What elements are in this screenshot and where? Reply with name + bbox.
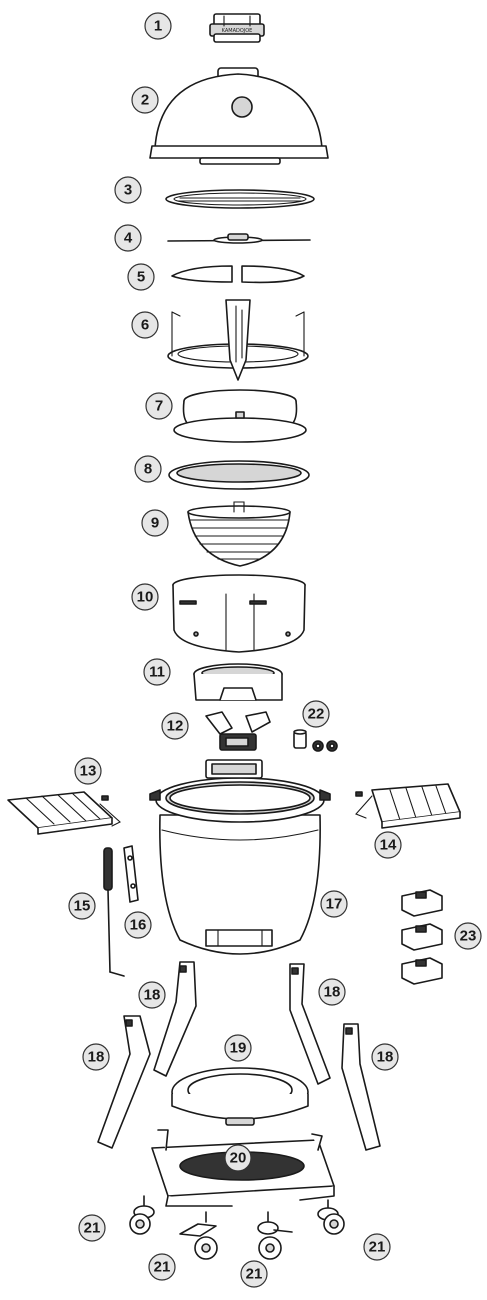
- svg-text:21: 21: [84, 1220, 101, 1237]
- callout-19: 19: [224, 1034, 252, 1062]
- callout-22: 22: [302, 700, 330, 728]
- part-dome-lid: [149, 67, 329, 165]
- callout-4: 4: [114, 224, 142, 252]
- svg-text:9: 9: [151, 515, 159, 532]
- part-cooking-grate: [165, 189, 315, 209]
- svg-text:21: 21: [369, 1239, 386, 1256]
- part-firebox-base: [193, 663, 283, 701]
- callout-14: 14: [374, 831, 402, 859]
- callout-20: 20: [224, 1144, 252, 1172]
- brand-label: KAMADOJOE: [222, 28, 253, 34]
- callout-12: 12: [161, 712, 189, 740]
- part-leg-ring: [171, 1067, 309, 1126]
- callout-15: 15: [68, 892, 96, 920]
- part-caster-3: [257, 1211, 293, 1260]
- part-hardware-kit: [293, 729, 338, 752]
- callout-21-c: 21: [240, 1260, 268, 1288]
- part-gasket-ring: [168, 460, 310, 490]
- callout-21-a: 21: [78, 1214, 106, 1242]
- part-leg-front-left: [97, 1015, 151, 1149]
- svg-text:7: 7: [155, 398, 163, 415]
- part-caster-2: [179, 1211, 218, 1260]
- part-left-side-shelf: [7, 791, 121, 835]
- callout-9: 9: [141, 509, 169, 537]
- svg-text:22: 22: [308, 706, 325, 723]
- callout-8: 8: [134, 455, 162, 483]
- callout-3: 3: [114, 176, 142, 204]
- svg-text:2: 2: [141, 92, 149, 109]
- svg-text:20: 20: [230, 1150, 247, 1167]
- callout-17: 17: [320, 890, 348, 918]
- svg-text:13: 13: [80, 763, 97, 780]
- part-charcoal-basket: [187, 501, 291, 567]
- callout-10: 10: [131, 583, 159, 611]
- callout-5: 5: [127, 263, 155, 291]
- part-firebox: [172, 574, 306, 653]
- svg-text:23: 23: [460, 928, 477, 945]
- part-caster-4: [317, 1199, 345, 1235]
- callout-6: 6: [131, 311, 159, 339]
- callout-7: 7: [145, 392, 173, 420]
- svg-text:11: 11: [149, 664, 165, 681]
- part-caster-1: [129, 1195, 155, 1235]
- part-top-vent: KAMADOJOE: [209, 13, 265, 43]
- svg-text:18: 18: [88, 1049, 105, 1066]
- svg-text:1: 1: [154, 18, 162, 35]
- callout-21-d: 21: [363, 1233, 391, 1261]
- callout-2: 2: [131, 86, 159, 114]
- svg-text:3: 3: [124, 182, 132, 199]
- part-rack: [167, 233, 311, 244]
- part-bottom-vent: [205, 711, 271, 751]
- svg-text:15: 15: [74, 898, 91, 915]
- part-heat-deflectors: [171, 265, 305, 284]
- svg-text:14: 14: [380, 837, 397, 854]
- svg-text:8: 8: [144, 461, 152, 478]
- callout-21-b: 21: [148, 1253, 176, 1281]
- callout-18-d: 18: [371, 1043, 399, 1071]
- svg-text:4: 4: [124, 230, 133, 247]
- svg-text:18: 18: [377, 1049, 394, 1066]
- callout-18-b: 18: [318, 978, 346, 1006]
- callout-16: 16: [124, 911, 152, 939]
- callout-23: 23: [454, 922, 482, 950]
- part-leg-back-right: [289, 963, 331, 1085]
- callout-13: 13: [74, 757, 102, 785]
- part-blocks: [401, 889, 443, 985]
- svg-text:21: 21: [246, 1266, 263, 1283]
- part-leg-front-right: [341, 1023, 381, 1151]
- part-right-side-shelf: [355, 783, 461, 829]
- callout-11: 11: [143, 658, 171, 686]
- part-leg-back-left: [153, 961, 197, 1077]
- svg-text:17: 17: [326, 896, 343, 913]
- svg-text:5: 5: [137, 269, 145, 286]
- part-grate-gripper: [123, 845, 139, 903]
- svg-text:12: 12: [167, 718, 184, 735]
- callout-18-c: 18: [82, 1043, 110, 1071]
- svg-text:19: 19: [230, 1040, 247, 1057]
- callout-18-a: 18: [138, 981, 166, 1009]
- svg-text:18: 18: [324, 984, 341, 1001]
- svg-text:10: 10: [137, 589, 154, 606]
- part-deflector-rack: [167, 299, 309, 381]
- part-ash-tool: [103, 847, 125, 977]
- svg-text:16: 16: [130, 917, 147, 934]
- callout-1: 1: [144, 12, 172, 40]
- part-fire-ring: [173, 389, 307, 443]
- svg-text:6: 6: [141, 317, 149, 334]
- svg-text:21: 21: [154, 1259, 171, 1276]
- part-grill-body: [149, 759, 331, 955]
- svg-text:18: 18: [144, 987, 161, 1004]
